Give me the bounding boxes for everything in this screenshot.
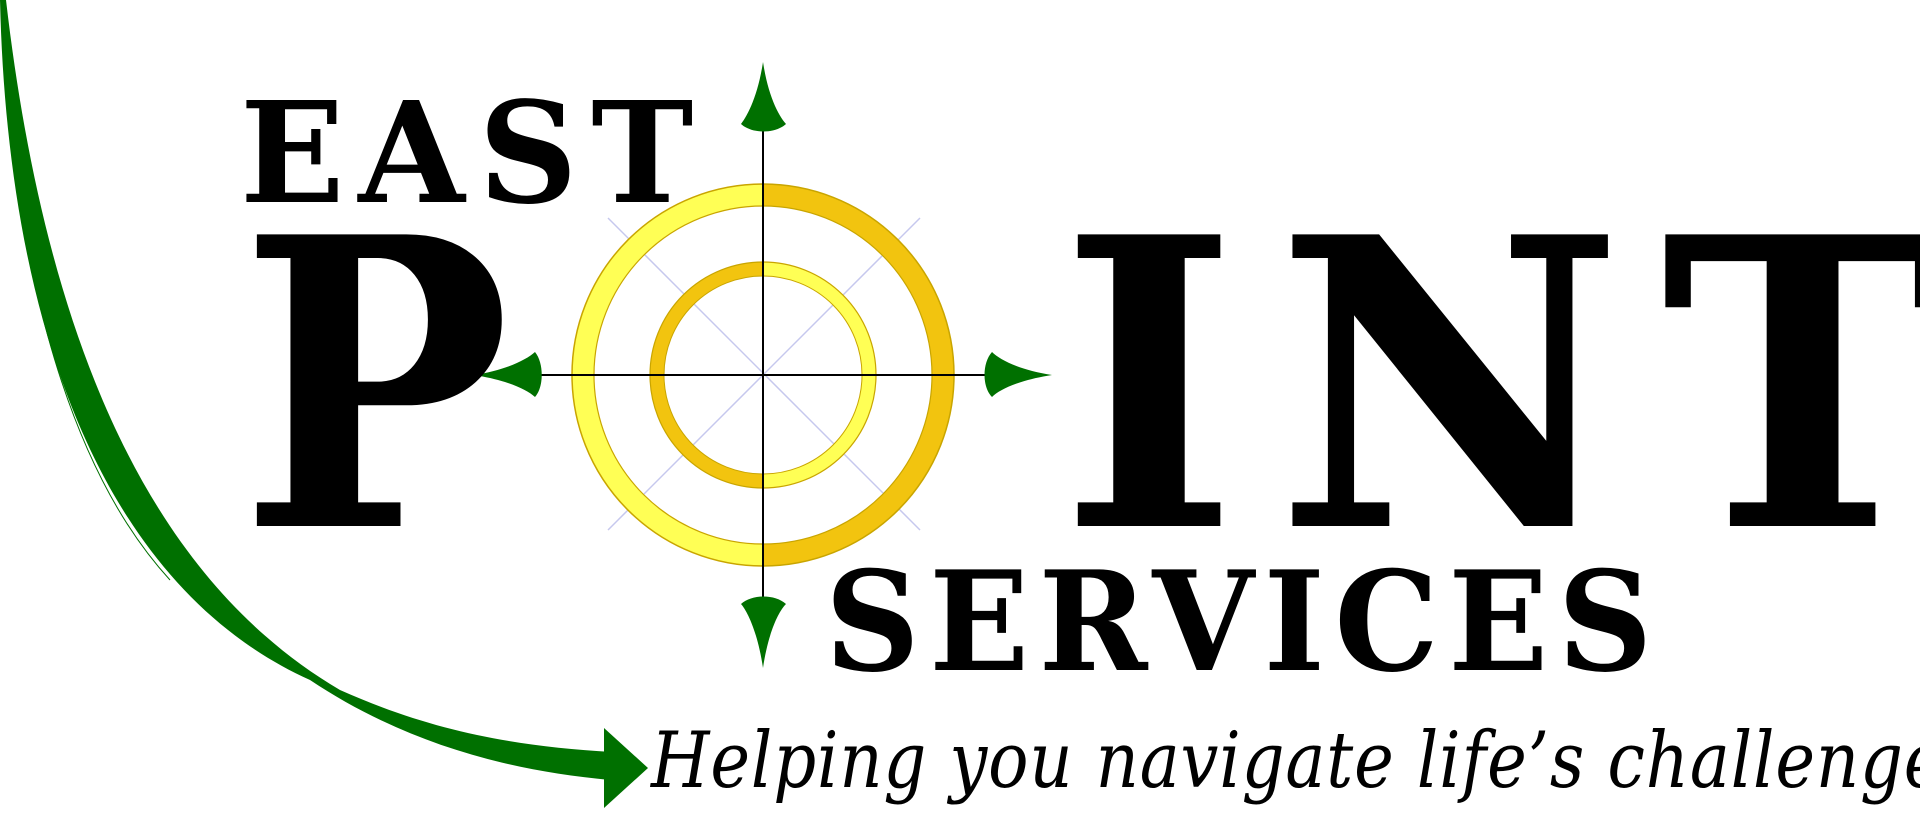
logo-tagline: Helping you navigate life’s challenges: [651, 716, 1920, 806]
compass-icon: [474, 62, 1052, 668]
logo-word-services: SERVICES: [825, 540, 1662, 703]
logo-word-east: EAST: [240, 72, 708, 236]
logo-word-p: P: [240, 151, 511, 621]
logo-word-int: INT: [1060, 151, 1920, 621]
curved-arrow-icon: [0, 0, 648, 808]
